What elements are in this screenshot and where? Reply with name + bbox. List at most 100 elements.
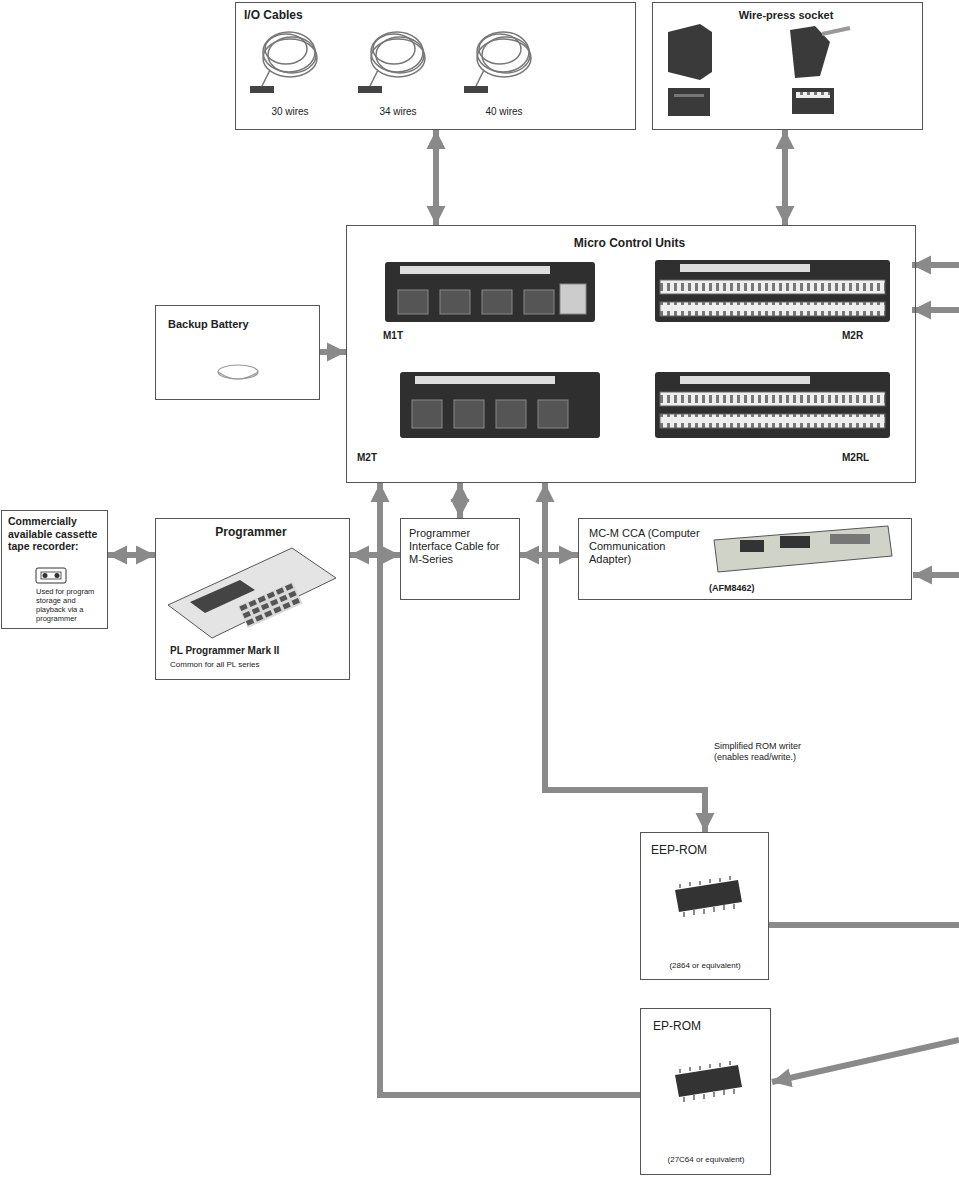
offpage-arrow bbox=[769, 265, 959, 1082]
m1t-unit-illustration-part bbox=[560, 284, 586, 314]
socket-illustration-part bbox=[668, 88, 710, 116]
io-cable-illustration-part bbox=[464, 32, 531, 93]
m2r-unit-illustration bbox=[655, 260, 890, 322]
connector-arrow bbox=[520, 552, 578, 558]
box-text: (AFM8462) bbox=[709, 583, 799, 594]
box-text: M2R bbox=[842, 330, 902, 342]
component-box: Wire-press socket bbox=[652, 2, 923, 130]
connector-arrow bbox=[320, 349, 346, 355]
box-title: Programmer bbox=[156, 525, 346, 539]
offpage-arrow-part bbox=[772, 1040, 959, 1082]
m2t-unit-illustration bbox=[400, 372, 600, 438]
box-title: Micro Control Units bbox=[347, 236, 912, 250]
connector-arrow bbox=[350, 552, 400, 558]
m2t-unit-illustration-part bbox=[454, 400, 484, 428]
box-title: I/O Cables bbox=[244, 8, 444, 22]
cca-board-illustration bbox=[714, 526, 892, 572]
m2rl-unit-illustration bbox=[655, 372, 890, 438]
cassette-illustration-part bbox=[36, 568, 66, 583]
battery-illustration-part bbox=[218, 365, 258, 379]
m1t-unit-illustration-part bbox=[440, 290, 470, 314]
cca-board-illustration-part bbox=[740, 540, 764, 552]
box-title: EEP-ROM bbox=[651, 843, 759, 857]
connector-arrow bbox=[457, 483, 463, 518]
programmer-illustration bbox=[168, 548, 336, 638]
io-cable-illustration-part bbox=[250, 32, 317, 93]
cca-board-illustration-part bbox=[830, 534, 870, 544]
box-text: 40 wires bbox=[464, 106, 544, 118]
m2r-unit-illustration-part bbox=[660, 302, 885, 316]
cassette-illustration-part bbox=[43, 573, 48, 578]
box-title: EP-ROM bbox=[653, 1019, 759, 1033]
m1t-unit-illustration bbox=[385, 262, 595, 322]
connector-arrow bbox=[433, 130, 439, 225]
socket-illustration-part bbox=[792, 88, 834, 114]
component-box: Micro Control UnitsM1TM2RM2TM2RL bbox=[346, 225, 916, 483]
connector-arrow bbox=[108, 552, 155, 558]
box-title: MC-M CCA (Computer Communication Adapter… bbox=[589, 527, 709, 567]
box-text: (2864 or equivalent) bbox=[645, 961, 765, 971]
cca-board-illustration-part bbox=[714, 526, 892, 572]
offpage-arrow-part bbox=[769, 922, 959, 928]
programmer-illustration-part bbox=[238, 582, 303, 628]
box-text: M1T bbox=[383, 330, 443, 342]
m1t-unit-illustration-part bbox=[385, 262, 595, 322]
box-title: Wire-press socket bbox=[653, 9, 919, 22]
programmer-illustration-part-part bbox=[238, 582, 303, 628]
eeprom-chip-illustration-part bbox=[680, 876, 734, 917]
component-box: Programmer PL Programmer Mark II Common fo… bbox=[155, 518, 350, 680]
box-title: Programmer Interface Cable for M-Series bbox=[409, 527, 515, 567]
battery-illustration bbox=[218, 365, 258, 379]
m1t-unit-illustration-part bbox=[482, 290, 512, 314]
socket-illustration-part bbox=[822, 28, 850, 34]
component-box: Commercially available cassette tape rec… bbox=[1, 510, 108, 629]
box-text: PL Programmer Mark II bbox=[170, 645, 340, 657]
m2t-unit-illustration-part bbox=[400, 372, 600, 438]
battery-illustration-part bbox=[218, 372, 258, 379]
programmer-illustration-part bbox=[168, 548, 336, 638]
m2r-unit-illustration-part bbox=[680, 264, 810, 272]
component-box: EEP-ROM (2864 or equivalent) bbox=[640, 832, 769, 980]
component-box: EP-ROM (27C64 or equivalent) bbox=[640, 1008, 771, 1175]
offpage-arrow-part bbox=[913, 572, 959, 578]
m1t-unit-illustration-part bbox=[400, 266, 550, 274]
eprom-chip-illustration-part bbox=[680, 1061, 734, 1102]
eeprom-chip-illustration-part bbox=[675, 880, 742, 912]
connector-arrow bbox=[782, 130, 788, 225]
socket-illustration-part bbox=[796, 92, 830, 98]
box-text: 30 wires bbox=[250, 106, 330, 118]
cassette-illustration-part bbox=[41, 572, 61, 579]
m1t-unit-illustration-part bbox=[524, 290, 554, 314]
m1t-unit-illustration-part bbox=[398, 290, 428, 314]
socket-illustration bbox=[668, 24, 850, 116]
m2rl-unit-illustration-part bbox=[680, 376, 810, 384]
offpage-arrow-part bbox=[912, 307, 959, 313]
socket-illustration-part bbox=[668, 24, 712, 80]
box-text: Common for all PL series bbox=[170, 660, 340, 670]
m2t-unit-illustration-part bbox=[538, 400, 568, 428]
eprom-chip-illustration bbox=[675, 1061, 742, 1102]
box-title: Backup Battery bbox=[168, 318, 308, 331]
component-box: MC-M CCA (Computer Communication Adapter… bbox=[578, 518, 912, 600]
box-text: (27C64 or equivalent) bbox=[645, 1155, 767, 1165]
eeprom-chip-illustration bbox=[675, 876, 742, 917]
m2t-unit-illustration-part bbox=[496, 400, 526, 428]
component-box: Backup Battery bbox=[155, 305, 320, 400]
m2t-unit-illustration-part bbox=[415, 376, 555, 384]
m2rl-unit-illustration-part bbox=[655, 372, 890, 438]
cassette-illustration bbox=[36, 568, 66, 583]
m2rl-unit-illustration-part bbox=[660, 414, 885, 428]
m2r-unit-illustration-part bbox=[655, 260, 890, 322]
box-title: Commercially available cassette tape rec… bbox=[8, 515, 102, 553]
box-text: M2T bbox=[357, 452, 417, 464]
io-cable-illustration bbox=[250, 32, 531, 93]
io-cable-illustration-part bbox=[358, 32, 425, 93]
connector-arrow bbox=[380, 483, 640, 1095]
m2t-unit-illustration-part bbox=[412, 400, 442, 428]
eprom-chip-illustration-part bbox=[675, 1065, 742, 1097]
cca-board-illustration-part bbox=[780, 536, 810, 548]
component-box: Programmer Interface Cable for M-Series bbox=[400, 518, 520, 600]
